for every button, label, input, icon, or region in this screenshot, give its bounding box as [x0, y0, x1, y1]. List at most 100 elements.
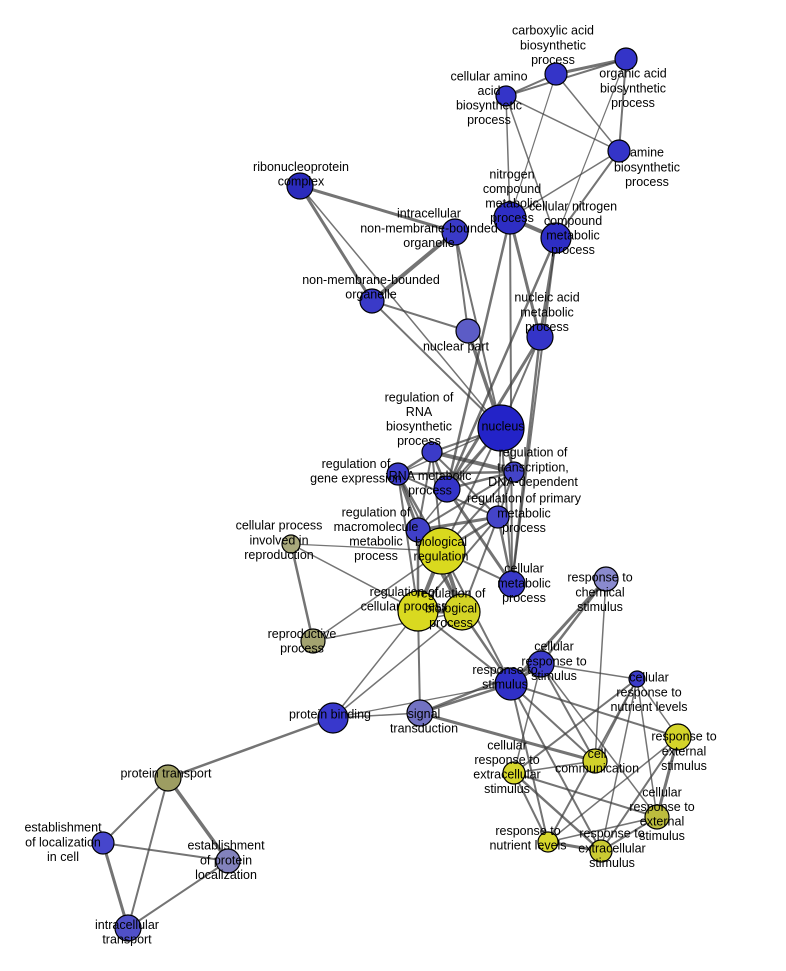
edge-rtd--rmm — [417, 471, 515, 531]
node-bioreg[interactable] — [418, 527, 466, 575]
edge-crs--crext — [540, 663, 658, 818]
edge-org--cnitro — [555, 58, 627, 239]
node-rext[interactable] — [664, 723, 692, 751]
edge-amine--nitro — [509, 150, 620, 219]
node-nucleus[interactable] — [477, 404, 525, 452]
edge-crec--cc — [513, 760, 596, 774]
node-epl[interactable] — [215, 848, 241, 874]
edge-rtd--rge — [396, 470, 516, 476]
node-nam[interactable] — [526, 323, 554, 351]
edge-amino--amine — [505, 95, 620, 152]
node-label-npart: nuclear part — [423, 339, 490, 353]
edge-nam--cmp — [510, 335, 542, 586]
node-rrb[interactable] — [421, 441, 443, 463]
node-it[interactable] — [114, 914, 142, 942]
edge-amine--cnitro — [555, 150, 620, 239]
edge-rchem--crs — [539, 577, 608, 666]
node-amine[interactable] — [607, 139, 631, 163]
node-rs[interactable] — [494, 667, 528, 701]
node-cc[interactable] — [582, 748, 608, 774]
node-org[interactable] — [614, 47, 638, 71]
edge-rrb--rmm — [417, 451, 433, 531]
node-rchem[interactable] — [593, 566, 619, 592]
edge-rnp--nucleus — [299, 185, 502, 429]
edge-crec--crext — [513, 772, 658, 818]
edge-pt--elc — [102, 777, 169, 844]
edge-crec--recs — [512, 771, 603, 853]
node-rtd[interactable] — [503, 461, 525, 483]
edge-pb--rbp — [332, 611, 463, 719]
node-pt[interactable] — [154, 764, 182, 792]
node-elc[interactable] — [91, 831, 115, 855]
node-crs[interactable] — [527, 650, 555, 678]
edge-elc--it — [101, 841, 130, 930]
node-rcp[interactable] — [397, 590, 439, 632]
node-crn[interactable] — [628, 670, 646, 688]
node-npart[interactable] — [455, 318, 481, 344]
node-pb[interactable] — [317, 702, 349, 734]
node-crext[interactable] — [644, 804, 670, 830]
node-label-nucleus: nucleus — [481, 419, 524, 433]
edge-pb--pt — [166, 716, 335, 780]
edge-carb--org — [554, 57, 628, 76]
node-rnl[interactable] — [537, 831, 559, 853]
node-carb[interactable] — [544, 62, 568, 86]
node-rpm[interactable] — [486, 505, 510, 529]
edge-amino--cnitro — [505, 95, 557, 239]
node-rbp[interactable] — [443, 593, 481, 631]
edge-carb--amine — [555, 73, 620, 152]
node-st[interactable] — [406, 699, 434, 727]
edge-rchem--rs — [509, 577, 608, 686]
node-inmb[interactable] — [441, 218, 469, 246]
edge-cpir--rcp — [290, 543, 419, 612]
node-nitro[interactable] — [493, 201, 527, 235]
node-cpir[interactable] — [281, 534, 301, 554]
node-crec[interactable] — [502, 761, 526, 785]
edge-pb--rcp — [332, 610, 419, 719]
edge-rnl--crext — [547, 816, 658, 843]
node-repro[interactable] — [300, 628, 326, 654]
edge-nucleus--cmp — [500, 427, 513, 585]
node-amino[interactable] — [495, 85, 517, 107]
node-cnitro[interactable] — [540, 222, 572, 254]
edge-repro--bioreg — [312, 550, 443, 642]
node-recs[interactable] — [589, 839, 613, 863]
edge-crs--crec — [513, 663, 542, 774]
node-nmb[interactable] — [359, 288, 385, 314]
edge-rnam--cmp — [445, 487, 514, 586]
node-cmp[interactable] — [498, 570, 526, 598]
node-rnam[interactable] — [433, 475, 461, 503]
edge-rs--rnl — [510, 683, 549, 843]
edge-nmb--npart — [371, 300, 469, 332]
node-rnp[interactable] — [286, 172, 314, 200]
node-rge[interactable] — [386, 462, 410, 486]
edge-inmb--npart — [454, 231, 469, 332]
edge-org--amine — [618, 58, 627, 152]
edge-rge--rcp — [397, 473, 419, 612]
